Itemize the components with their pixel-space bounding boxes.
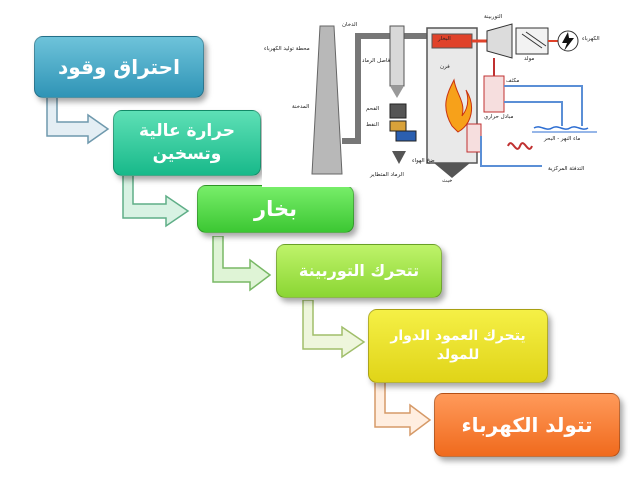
label-central-heating: التدفئة المركزية (548, 166, 585, 172)
label-smoke: الدخان (342, 22, 358, 28)
step-label: احتراق وقود (58, 54, 180, 79)
step-fuel-combustion: احتراق وقود (34, 36, 204, 98)
label-generator: مولد (524, 56, 535, 62)
step-turbine-moves: تتحرك التوربينة (276, 244, 442, 298)
label-chimney: المدخنة (292, 104, 310, 110)
label-air-pump: ضخ الهواء (412, 158, 435, 164)
label-ash-separator: فاصل الرماد (362, 58, 391, 64)
label-steam: البخار (438, 36, 451, 42)
label-oil: النفط (366, 122, 379, 128)
arrow-5-6 (374, 382, 432, 437)
step-label: تتولد الكهرباء (461, 412, 593, 437)
step-label: حرارة عالية وتسخين (138, 121, 236, 164)
step-electricity-generated: تتولد الكهرباء (434, 393, 620, 457)
step-steam: بخار (197, 185, 354, 233)
arrow-2-3 (122, 174, 190, 228)
step-high-heat: حرارة عالية وتسخين (113, 110, 261, 176)
schematic-drawing (262, 6, 614, 187)
label-electricity: الكهرباء (582, 36, 600, 42)
label-coal: الفحم (366, 106, 380, 112)
arrow-1-2 (46, 96, 110, 145)
label-turbine: التوربينة (484, 14, 503, 20)
label-condenser: مكثف (506, 78, 520, 84)
step-label: بخار (254, 196, 297, 221)
label-fly-ash: الرماد المتطاير (370, 172, 404, 178)
power-plant-schematic: محطة توليد الكهرباء المدخنة الدخان فاصل … (262, 6, 614, 187)
label-plant: محطة توليد الكهرباء (264, 46, 310, 52)
step-generator-shaft: يتحرك العمود الدوار للمولد (368, 309, 548, 383)
label-slag: خبث (442, 178, 453, 184)
step-label: يتحرك العمود الدوار للمولد (390, 328, 526, 363)
label-furnace: فرن (440, 64, 450, 70)
label-water: ماء النهر - البحر (544, 136, 581, 142)
label-heat-exchanger: مبادل حراري (484, 114, 514, 120)
arrow-4-5 (302, 300, 366, 359)
step-label: تتحرك التوربينة (298, 261, 420, 281)
arrow-3-4 (212, 236, 272, 292)
